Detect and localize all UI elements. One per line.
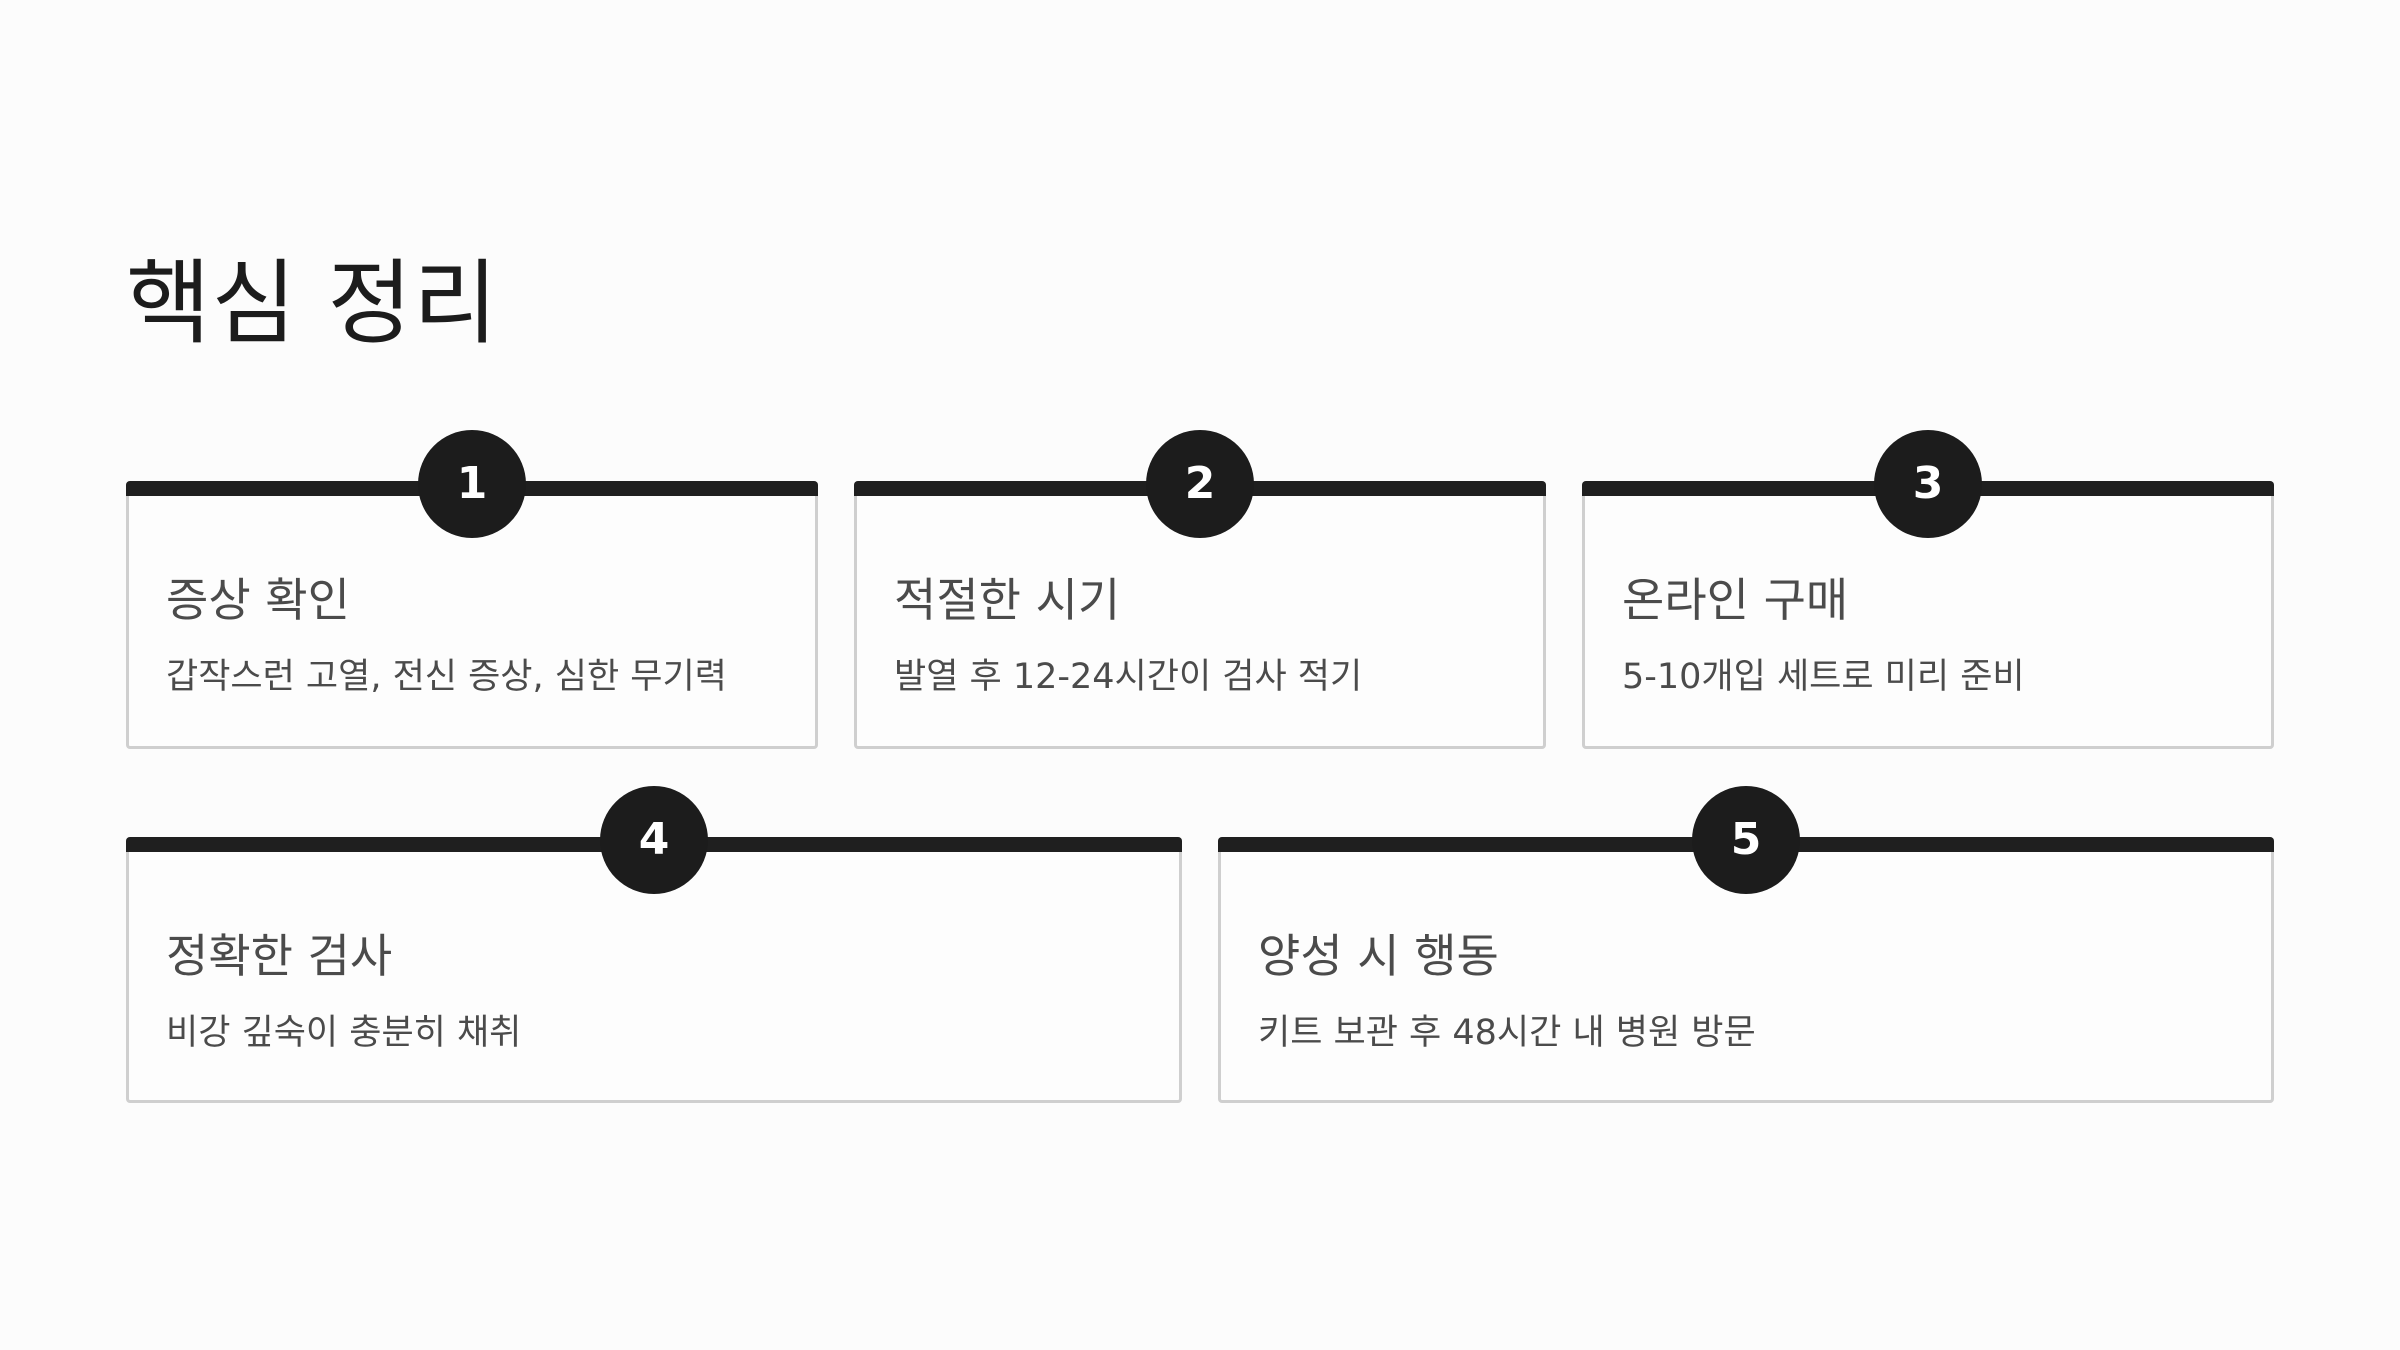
card-heading: 정확한 검사	[166, 929, 393, 983]
step-number-badge: 5	[1692, 786, 1800, 894]
card-heading: 온라인 구매	[1622, 573, 1849, 627]
summary-card-5: 5 양성 시 행동 키트 보관 후 48시간 내 병원 방문	[1218, 786, 2274, 1103]
card-description: 5-10개입 세트로 미리 준비	[1622, 657, 2025, 697]
step-number-badge: 1	[418, 430, 526, 538]
card-heading: 적절한 시기	[894, 573, 1121, 627]
card-heading: 양성 시 행동	[1258, 929, 1499, 983]
card-description: 갑작스런 고열, 전신 증상, 심한 무기력	[166, 657, 727, 697]
card-description: 키트 보관 후 48시간 내 병원 방문	[1258, 1013, 1756, 1053]
summary-card-3: 3 온라인 구매 5-10개입 세트로 미리 준비	[1582, 430, 2274, 749]
step-number-badge: 3	[1874, 430, 1982, 538]
card-description: 발열 후 12-24시간이 검사 적기	[894, 657, 1363, 697]
summary-card-1: 1 증상 확인 갑작스런 고열, 전신 증상, 심한 무기력	[126, 430, 818, 749]
card-heading: 증상 확인	[166, 573, 350, 627]
summary-card-4: 4 정확한 검사 비강 깊숙이 충분히 채취	[126, 786, 1182, 1103]
step-number-badge: 2	[1146, 430, 1254, 538]
step-number-badge: 4	[600, 786, 708, 894]
summary-card-2: 2 적절한 시기 발열 후 12-24시간이 검사 적기	[854, 430, 1546, 749]
page-title: 핵심 정리	[126, 250, 499, 357]
card-description: 비강 깊숙이 충분히 채취	[166, 1013, 522, 1053]
